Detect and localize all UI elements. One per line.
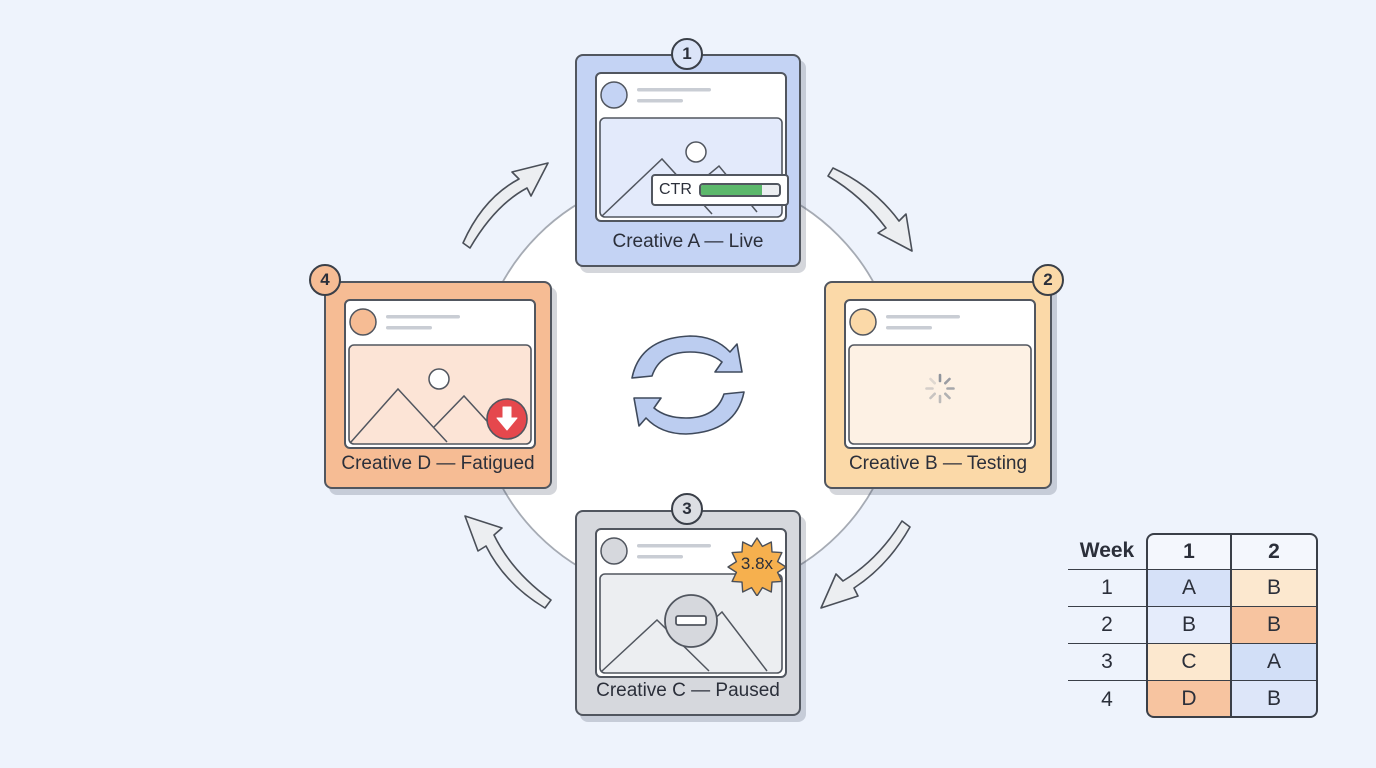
step-number-2: 2 — [1032, 264, 1064, 296]
pause-icon — [664, 594, 718, 648]
rotation-schedule-table: Week 1 2 1 A B 2 B B 3 C A 4 D B — [1068, 533, 1318, 718]
header-slot-2: 2 — [1232, 533, 1318, 570]
card-caption: Creative D — Fatigued — [341, 453, 535, 474]
flow-arrow-4-to-1 — [462, 162, 549, 249]
card-caption: Creative A — Live — [612, 231, 764, 252]
avatar-icon — [849, 308, 877, 336]
down-arrow-alert-icon — [486, 398, 528, 440]
ctr-indicator: CTR — [651, 174, 789, 206]
ctr-progress-fill — [701, 185, 762, 195]
slot-1-cell: D — [1146, 681, 1232, 718]
creative-c-card[interactable]: Creative C — Paused — [575, 510, 801, 716]
frequency-burst-icon: 3.8x — [726, 536, 788, 596]
step-number-4: 4 — [309, 264, 341, 296]
creative-d-card[interactable]: Creative D — Fatigued — [324, 281, 552, 489]
avatar-icon — [349, 308, 377, 336]
flow-arrow-2-to-3 — [820, 520, 911, 609]
slot-2-cell: A — [1232, 644, 1318, 681]
week-cell: 1 — [1068, 570, 1146, 607]
card-caption: Creative B — Testing — [848, 453, 1028, 474]
slot-1-cell: C — [1146, 644, 1232, 681]
week-cell: 2 — [1068, 607, 1146, 644]
ad-preview — [844, 299, 1036, 449]
loading-spinner-icon — [925, 373, 955, 404]
landscape-image-icon — [348, 308, 532, 445]
table-header-row: Week 1 2 — [1068, 533, 1318, 570]
week-cell: 3 — [1068, 644, 1146, 681]
table-row: 1 A B — [1068, 570, 1318, 607]
flow-arrow-3-to-4 — [464, 515, 552, 609]
slot-2-cell: B — [1232, 681, 1318, 718]
header-slot-1: 1 — [1146, 533, 1232, 570]
table-row: 4 D B — [1068, 681, 1318, 718]
ctr-label: CTR — [659, 181, 692, 198]
step-number-1: 1 — [671, 38, 703, 70]
header-week: Week — [1068, 533, 1146, 570]
ad-preview — [344, 299, 536, 449]
landscape-image-icon — [599, 537, 783, 674]
slot-2-cell: B — [1232, 570, 1318, 607]
ad-preview — [595, 528, 787, 678]
ctr-progress-icon — [699, 183, 781, 197]
avatar-icon — [600, 81, 628, 109]
flow-arrow-1-to-2 — [827, 167, 913, 252]
creative-b-card[interactable]: Creative B — Testing — [824, 281, 1052, 489]
avatar-icon — [600, 537, 628, 565]
frequency-label: 3.8x — [740, 554, 774, 573]
creative-a-card[interactable]: CTR Creative A — Live — [575, 54, 801, 267]
table-row: 2 B B — [1068, 607, 1318, 644]
slot-1-cell: B — [1146, 607, 1232, 644]
table-row: 3 C A — [1068, 644, 1318, 681]
slot-1-cell: A — [1146, 570, 1232, 607]
landscape-image-icon — [848, 308, 1032, 445]
slot-2-cell: B — [1232, 607, 1318, 644]
step-number-3: 3 — [671, 493, 703, 525]
refresh-cycle-icon — [631, 335, 745, 435]
week-cell: 4 — [1101, 687, 1113, 711]
card-caption: Creative C — Paused — [596, 680, 780, 701]
